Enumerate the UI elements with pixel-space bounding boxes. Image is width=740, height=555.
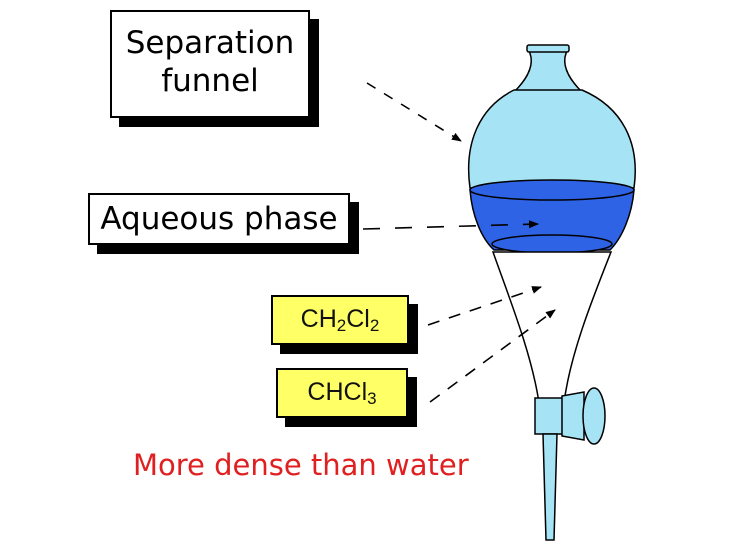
separation-funnel-line2: funnel <box>161 63 259 99</box>
funnel-rim <box>526 44 570 53</box>
arrow-chloroform <box>429 309 556 403</box>
chloroform-subscript: 3 <box>367 389 377 408</box>
aqueous-layer-top <box>469 179 635 201</box>
aqueous-phase-text: Aqueous phase <box>100 201 338 237</box>
arrow-dichloromethane <box>427 286 542 326</box>
funnel-cone <box>491 251 613 404</box>
dcm-mid: Cl <box>346 305 370 333</box>
chloroform-label: CHCl3 <box>276 368 408 418</box>
stopcock-plug <box>561 391 585 441</box>
dcm-subscript-1: 2 <box>336 316 347 335</box>
chloroform-prefix: CHCl <box>307 378 368 406</box>
separation-funnel-line1: Separation <box>125 25 295 61</box>
dcm-prefix: CH <box>300 305 337 333</box>
dcm-subscript-2: 2 <box>369 316 380 335</box>
dichloromethane-label: CH2Cl2 <box>271 295 409 345</box>
arrow-separation-funnel <box>366 82 462 142</box>
funnel-bulb <box>467 89 636 189</box>
density-note: More dense than water <box>133 448 469 482</box>
aqueous-phase-label: Aqueous phase <box>88 193 350 245</box>
separation-funnel-label: Separation funnel <box>110 10 310 118</box>
funnel-stem <box>542 433 558 541</box>
aqueous-layer <box>469 189 635 251</box>
aqueous-layer-interface <box>491 234 613 254</box>
funnel-neck <box>512 49 584 93</box>
stopcock-handle <box>582 387 606 445</box>
stopcock-body <box>534 397 566 435</box>
